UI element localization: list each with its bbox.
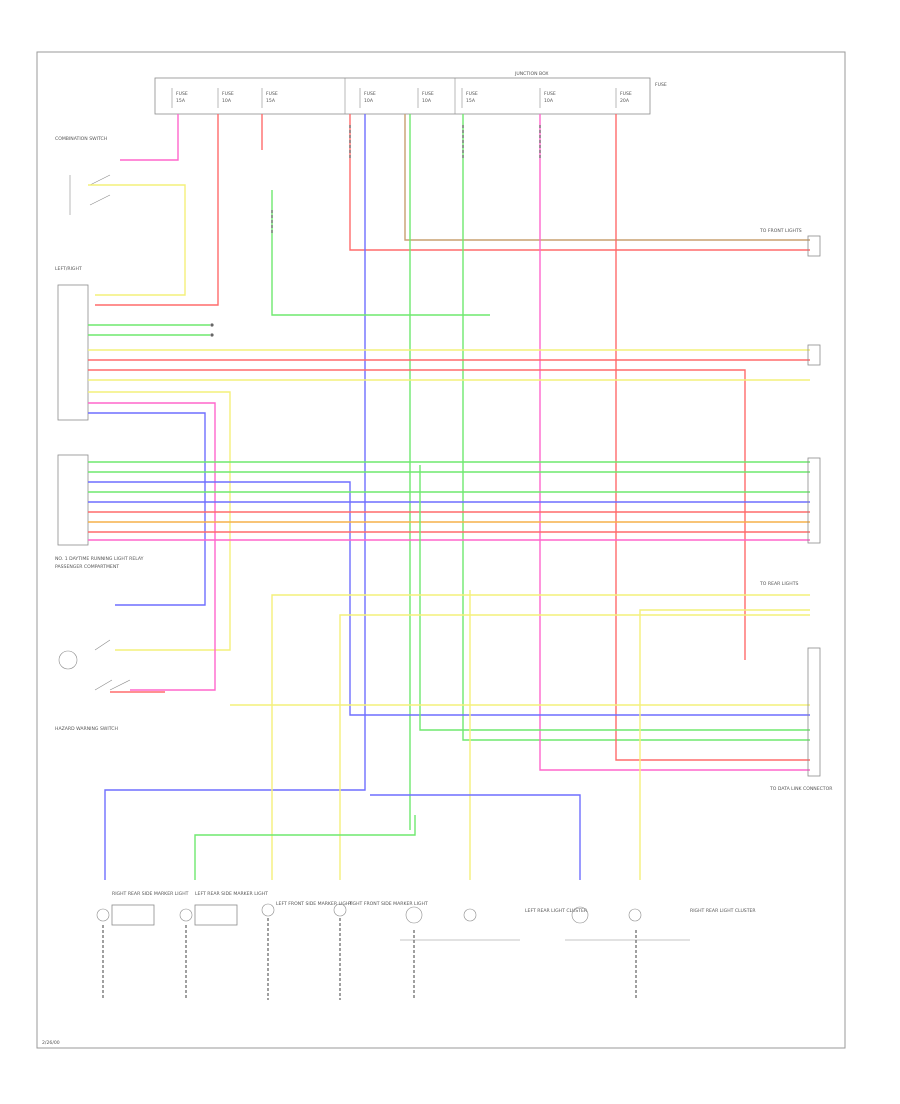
svg-text:FUSE: FUSE (544, 91, 556, 97)
load-right-rear-marker: RIGHT REAR SIDE MARKER LIGHT (96, 891, 189, 1000)
svg-text:20A: 20A (620, 98, 630, 104)
svg-text:FUSE: FUSE (222, 91, 234, 97)
right-connector: TO FRONT LIGHTS TO REAR LIGHTS TO DATA L… (759, 228, 833, 792)
connector-label: TO DATA LINK CONNECTOR (769, 786, 833, 792)
load-right-front-marker: RIGHT FRONT SIDE MARKER LIGHT (333, 901, 428, 1000)
load-right-rear-cluster: RIGHT REAR LIGHT CLUSTER (565, 906, 756, 1000)
module-label: NO. 1 DAYTIME RUNNING LIGHT RELAY (55, 556, 144, 562)
svg-text:15A: 15A (176, 98, 186, 104)
svg-text:RIGHT REAR SIDE MARKER LIGHT: RIGHT REAR SIDE MARKER LIGHT (112, 891, 189, 897)
load-left-front-marker: LEFT FRONT SIDE MARKER LIGHT (261, 901, 352, 1000)
svg-text:15A: 15A (266, 98, 276, 104)
svg-text:FUSE: FUSE (620, 91, 632, 97)
module-label: HAZARD WARNING SWITCH (55, 726, 118, 732)
combination-switch-module: COMBINATION SWITCH LEFT/RIGHT NO. 1 DAYT… (55, 136, 144, 732)
svg-text:RIGHT REAR LIGHT CLUSTER: RIGHT REAR LIGHT CLUSTER (690, 908, 756, 914)
svg-text:10A: 10A (222, 98, 232, 104)
footer-code: 2/26/00 (42, 1040, 60, 1046)
svg-text:RIGHT FRONT SIDE MARKER LIGHT: RIGHT FRONT SIDE MARKER LIGHT (348, 901, 428, 907)
svg-text:FUSE: FUSE (422, 91, 434, 97)
svg-text:FUSE: FUSE (364, 91, 376, 97)
load-left-rear-marker: LEFT REAR SIDE MARKER LIGHT (179, 891, 268, 1000)
fuse-block-note: FUSE (655, 82, 667, 88)
svg-text:FUSE: FUSE (466, 91, 478, 97)
svg-text:LEFT REAR LIGHT CLUSTER: LEFT REAR LIGHT CLUSTER (525, 908, 588, 914)
svg-text:FUSE: FUSE (266, 91, 278, 97)
connector-label: TO FRONT LIGHTS (759, 228, 802, 234)
module-label: COMBINATION SWITCH (55, 136, 107, 142)
svg-text:10A: 10A (422, 98, 432, 104)
bottom-loads: RIGHT REAR SIDE MARKER LIGHT LEFT REAR S… (96, 891, 756, 1000)
module-label: PASSENGER COMPARTMENT (55, 564, 119, 570)
yellow-feeds (194, 590, 810, 880)
connector-label: TO REAR LIGHTS (759, 581, 799, 587)
svg-text:10A: 10A (544, 98, 554, 104)
diagram-frame (36, 51, 846, 1049)
vertical-wires (95, 114, 810, 880)
svg-text:LEFT FRONT SIDE MARKER LIGHT: LEFT FRONT SIDE MARKER LIGHT (276, 901, 352, 907)
upper-harness (88, 184, 810, 691)
svg-text:LEFT REAR SIDE MARKER LIGHT: LEFT REAR SIDE MARKER LIGHT (195, 891, 268, 897)
svg-text:10A: 10A (364, 98, 374, 104)
hazard-switch (58, 639, 165, 693)
svg-text:15A: 15A (466, 98, 476, 104)
fuse-block-label: JUNCTION BOX (514, 71, 549, 77)
svg-text:FUSE: FUSE (176, 91, 188, 97)
load-left-rear-cluster: LEFT REAR LIGHT CLUSTER (400, 906, 588, 1000)
lower-harness (88, 461, 810, 731)
module-label: LEFT/RIGHT (55, 266, 82, 272)
